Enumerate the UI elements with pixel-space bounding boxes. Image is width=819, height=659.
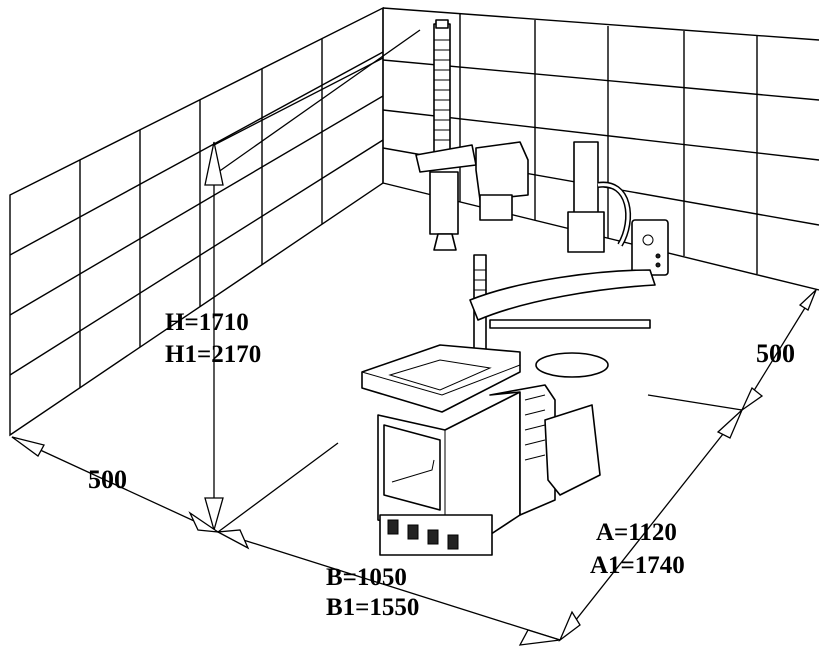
arrow-left-end-icon bbox=[11, 436, 45, 457]
depth-max-label: B1=1550 bbox=[326, 594, 419, 621]
arrow-right-corner-icon bbox=[215, 529, 250, 550]
arrow-mid-down-icon bbox=[716, 409, 743, 439]
arrow-top-right-icon bbox=[798, 289, 817, 311]
left-clearance-label: 500 bbox=[88, 465, 127, 494]
arrow-left-corner-icon bbox=[188, 511, 219, 533]
width-label: A=1120 bbox=[596, 519, 677, 546]
arrow-bottom-end-icon bbox=[518, 629, 561, 646]
right-clearance-label: 500 bbox=[756, 339, 795, 368]
depth-label: B=1050 bbox=[326, 564, 407, 591]
height-max-label: H1=2170 bbox=[165, 341, 261, 368]
tire-changer-machine bbox=[361, 19, 669, 556]
arrow-up-icon bbox=[204, 141, 224, 186]
arrow-down-icon bbox=[204, 497, 224, 533]
dimension-labels: H=1710 H1=2170 500 B=1050 B1=1550 A=1120… bbox=[88, 309, 795, 621]
height-label: H=1710 bbox=[165, 309, 249, 336]
left-wall-grid bbox=[9, 6, 384, 437]
arrow-mid-up-icon bbox=[740, 386, 764, 412]
width-max-label: A1=1740 bbox=[590, 552, 685, 579]
arrow-bottom-up-icon bbox=[558, 610, 581, 642]
dimension-arrows bbox=[11, 141, 817, 646]
